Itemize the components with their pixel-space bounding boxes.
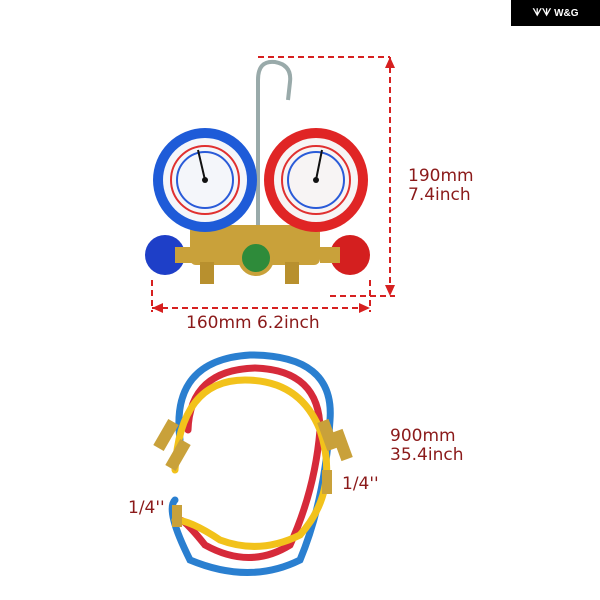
logo-text: W&G [554,7,579,19]
hose-length-inch-label: 35.4inch [390,445,464,465]
high-pressure-gauge [264,128,368,232]
height-inch-label: 7.4inch [408,185,471,205]
brand-logo: ᗐᗐ W&G [511,0,600,26]
right-fitting-label: 1/4'' [342,474,379,494]
hose-length-mm-label: 900mm [390,426,456,446]
logo-icon: ᗐᗐ [532,7,555,19]
hose-fittings [153,418,353,527]
red-knob [320,235,370,275]
hanger-hook [256,59,293,235]
low-pressure-gauge [153,128,257,232]
left-fitting-label: 1/4'' [128,498,165,518]
width-label: 160mm 6.2inch [186,313,320,333]
dimension-lines [151,56,395,312]
sight-glass [238,240,274,276]
dimension-arrows [152,57,395,313]
blue-knob [145,235,195,275]
hoses [168,351,334,576]
height-mm-label: 190mm [408,166,474,186]
